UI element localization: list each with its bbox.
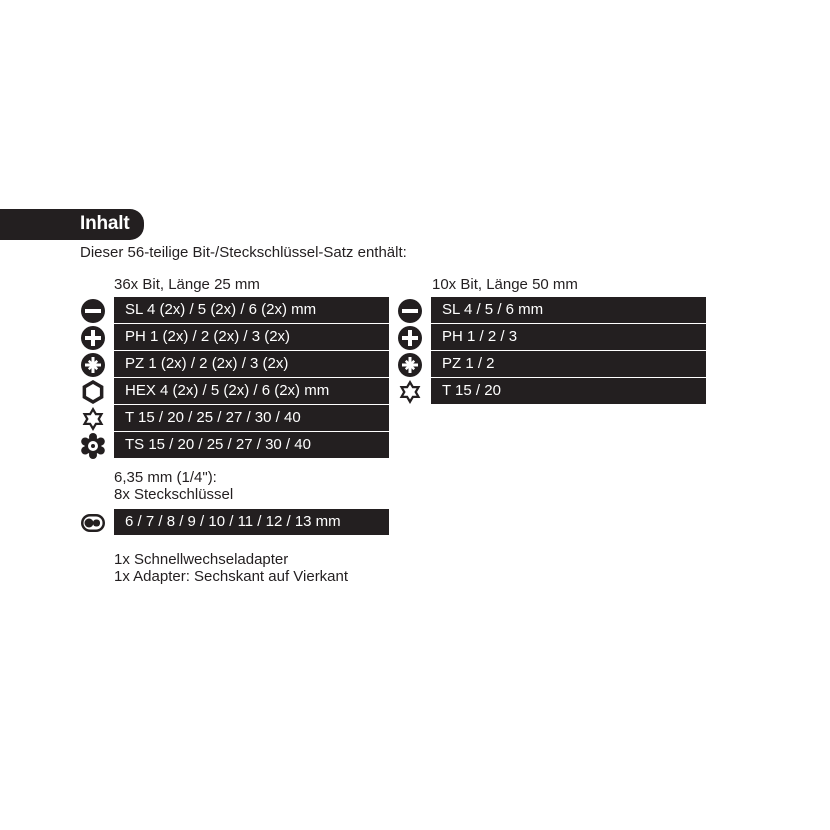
right-column-title: 10x Bit, Länge 50 mm (432, 276, 578, 293)
left-row-label: PZ 1 (2x) / 2 (2x) / 3 (2x) (114, 351, 389, 377)
torx-security-icon (80, 433, 106, 459)
sockets-size-text: 6,35 mm (1/4"): (114, 469, 217, 486)
left-row-label: T 15 / 20 / 25 / 27 / 30 / 40 (114, 405, 389, 431)
extra-item-adapter-quick: 1x Schnellwechseladapter (114, 551, 289, 568)
left-row-label: HEX 4 (2x) / 5 (2x) / 6 (2x) mm (114, 378, 389, 404)
slotted-icon (80, 298, 106, 324)
header-title: Inhalt (80, 213, 130, 234)
sockets-count-text: 8x Steckschlüssel (114, 486, 234, 503)
intro-text: Dieser 56-teilige Bit-/Steckschlüssel-Sa… (80, 244, 407, 261)
socket-icon (80, 510, 106, 536)
hex-icon (80, 379, 106, 405)
left-row-label: TS 15 / 20 / 25 / 27 / 30 / 40 (114, 432, 389, 458)
header-tab: Inhalt (0, 209, 144, 240)
right-row-label: T 15 / 20 (431, 378, 706, 404)
left-row-label: PH 1 (2x) / 2 (2x) / 3 (2x) (114, 324, 389, 350)
torx-icon (80, 406, 106, 432)
socket-row-label: 6 / 7 / 8 / 9 / 10 / 11 / 12 / 13 mm (114, 509, 389, 535)
pozidriv-icon (397, 352, 423, 378)
phillips-icon (397, 325, 423, 351)
torx-icon (397, 379, 423, 405)
right-row-label: PH 1 / 2 / 3 (431, 324, 706, 350)
left-row-label: SL 4 (2x) / 5 (2x) / 6 (2x) mm (114, 297, 389, 323)
right-row-label: PZ 1 / 2 (431, 351, 706, 377)
left-column-title: 36x Bit, Länge 25 mm (114, 276, 260, 293)
phillips-icon (80, 325, 106, 351)
pozidriv-icon (80, 352, 106, 378)
extra-item-adapter-hex: 1x Adapter: Sechskant auf Vierkant (114, 568, 349, 585)
right-row-label: SL 4 / 5 / 6 mm (431, 297, 706, 323)
slotted-icon (397, 298, 423, 324)
